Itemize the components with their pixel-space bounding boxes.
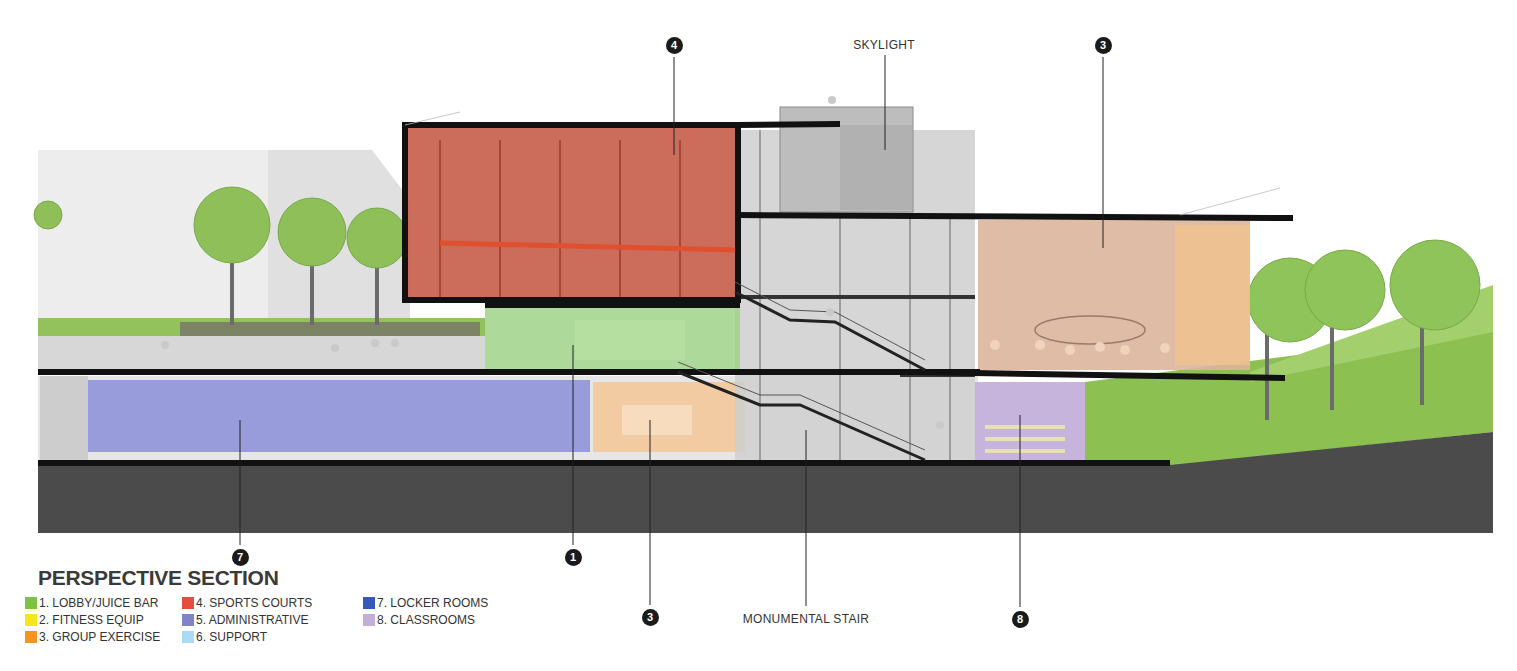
callout-number: 3 xyxy=(642,609,659,626)
legend-swatch xyxy=(25,631,37,643)
legend-swatch xyxy=(182,631,194,643)
legend-label: 5. ADMINISTRATIVE xyxy=(196,613,308,627)
legend-label: 1. LOBBY/JUICE BAR xyxy=(39,596,158,610)
legend-label: 4. SPORTS COURTS xyxy=(196,596,312,610)
callout-number: 4 xyxy=(666,37,683,54)
callout-number: 8 xyxy=(1012,611,1029,628)
legend-swatch xyxy=(363,614,375,626)
space-label: MONUMENTAL STAIR xyxy=(743,612,870,626)
legend-label: 3. GROUP EXERCISE xyxy=(39,630,160,644)
diagram-title: PERSPECTIVE SECTION xyxy=(38,566,279,590)
callout-number: 3 xyxy=(1095,37,1112,54)
legend-label: 7. LOCKER ROOMS xyxy=(377,596,488,610)
legend-swatch xyxy=(25,614,37,626)
callout-number: 1 xyxy=(565,549,582,566)
legend-swatch xyxy=(182,597,194,609)
legend-label: 2. FITNESS EQUIP xyxy=(39,613,144,627)
legend-swatch xyxy=(363,597,375,609)
legend-label: 8. CLASSROOMS xyxy=(377,613,475,627)
legend-swatch xyxy=(182,614,194,626)
space-label: SKYLIGHT xyxy=(853,38,915,52)
callout-number: 7 xyxy=(232,549,249,566)
legend-label: 6. SUPPORT xyxy=(196,630,267,644)
legend-swatch xyxy=(25,597,37,609)
